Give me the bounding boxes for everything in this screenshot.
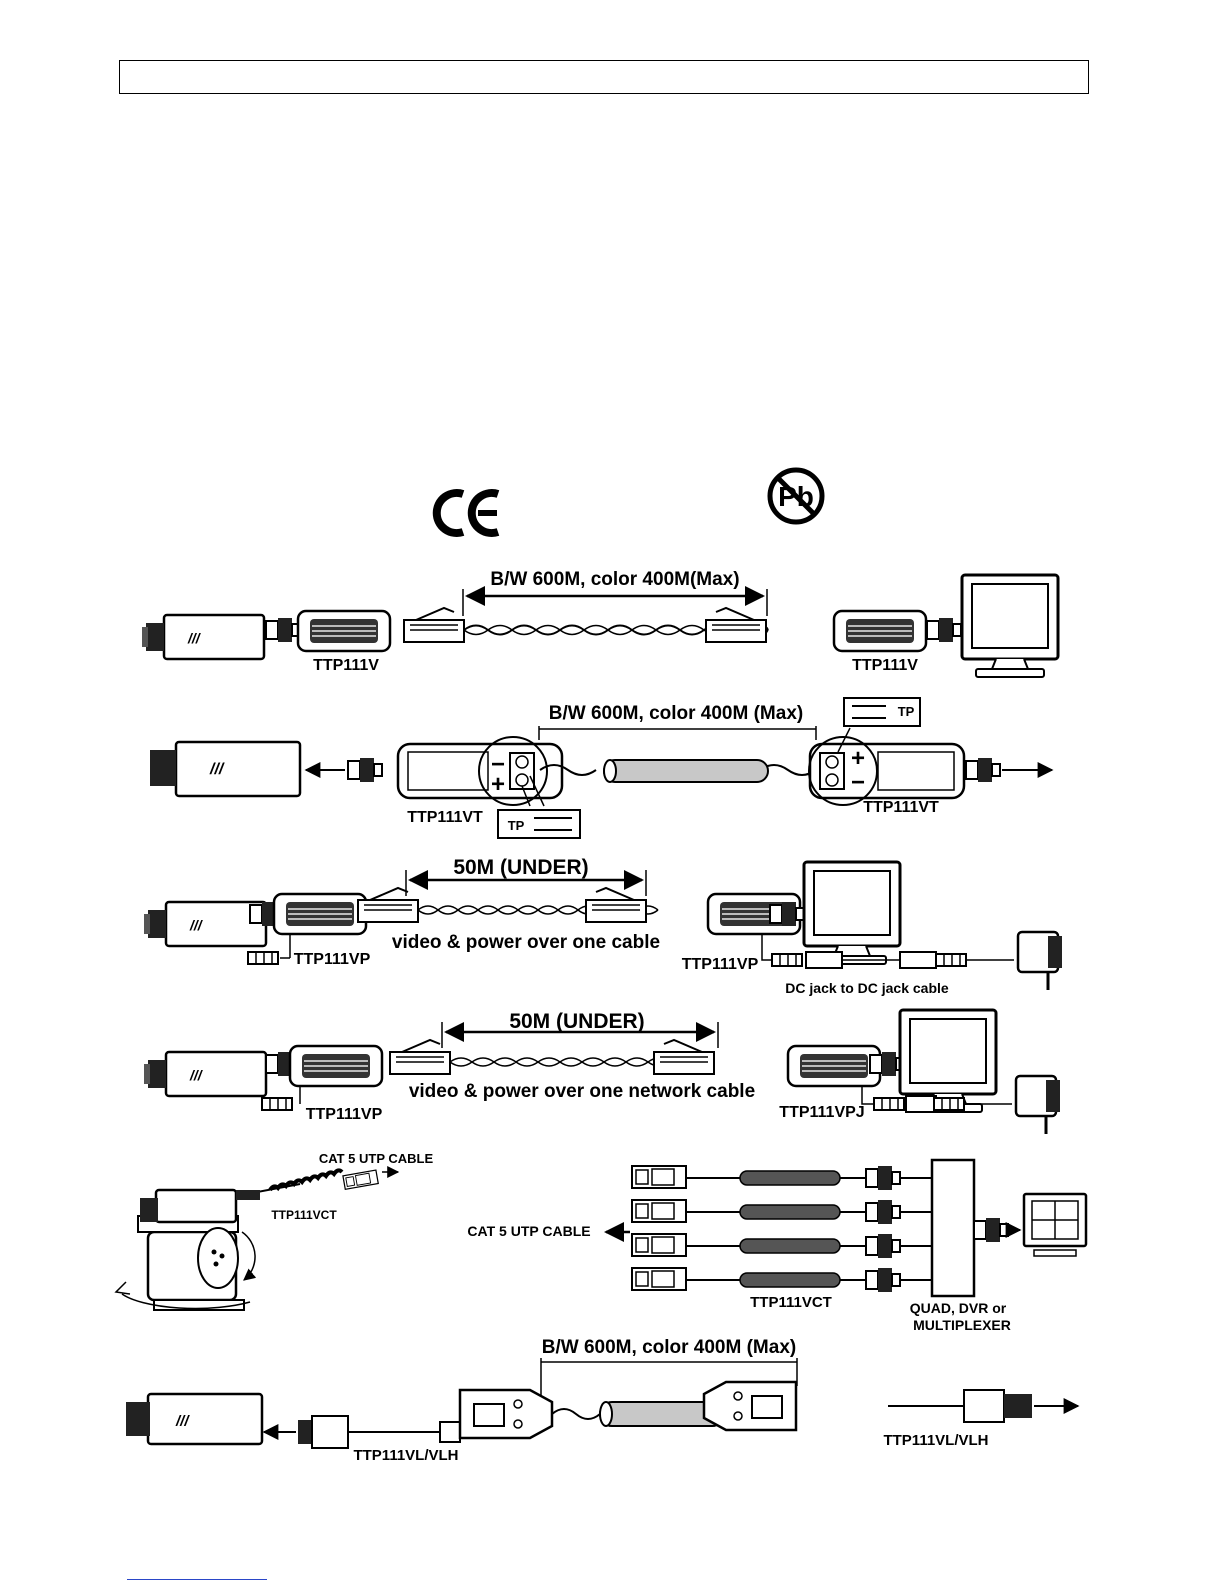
vct-channel-2 [631,1199,932,1225]
row-ttp111vp-network: 50M (UNDER) video & power over one netwo… [142,1008,1062,1136]
quad-monitor-icon [1022,1192,1088,1257]
rj45-plug-left [403,607,465,643]
distance-label: B/W 600M, color 400M(Max) [490,569,739,590]
dc-jack-connector [873,1095,1012,1113]
vct-cable-small [235,1166,400,1200]
cable-label-left: CAT 5 UTP CABLE [467,1223,590,1239]
camera-icon [142,1050,268,1098]
bnc-connector-left [298,1415,461,1449]
footer-link-underline[interactable] [127,1579,267,1580]
camera-icon [140,613,266,661]
camera-icon: /// [150,740,302,798]
device-label-left: TTP111VP [294,951,371,968]
caption: video & power over one network cable [409,1081,755,1102]
row-ttp111vt: /// − + TP [150,697,1054,839]
row-ttp111vp: 50M (UNDER) video & power over one cable… [142,856,1064,996]
device-label-right: TTP111VT [863,799,939,816]
plus-sign: + [491,771,505,798]
transceiver-ttp111vt-right: + − [808,736,966,806]
transceiver-ttp111vt-left: − + [396,736,564,806]
device-label-left: TTP111V [313,657,379,674]
balun-ttp111vpj-right [786,1044,882,1088]
ce-mark [432,489,500,537]
quad-dvr-multiplexer [930,1158,1022,1298]
distance-label: 50M (UNDER) [453,856,588,879]
dc-jack-cable [771,951,1014,969]
row-ttp111v: B/W 600M, color 400M(Max) TTP111V TTP111… [140,569,1060,679]
ptz-camera-icon [114,1188,257,1311]
distance-label: 50M (UNDER) [509,1010,644,1033]
bnc-connector-right [888,1389,1032,1423]
hub-label-line1: QUAD, DVR or [910,1300,1007,1316]
svg-text:TP: TP [898,704,915,719]
minus-sign: − [491,751,505,778]
header-box [119,60,1089,94]
device-label-left: TTP111VP [306,1106,383,1123]
device-label-right: TTP111V [852,657,918,674]
rj45-plug-left [357,887,419,923]
rj45-plug-left [389,1039,451,1075]
row-ttp111vct: CAT 5 UTP CABLE TTP111VCT CAT 5 UTP CABL… [114,1151,1088,1333]
rj45-plug-right [705,607,767,643]
power-adapter-icon [1014,1074,1062,1136]
balun-ttp111vl-left [458,1388,554,1440]
device-label-left: TTP111VL/VLH [353,1447,458,1464]
tp-terminal-tag-right: TP [837,697,921,753]
device-label-small: TTP111VCT [271,1208,337,1222]
device-label-right: TTP111VL/VLH [883,1432,988,1449]
row-ttp111vl-vlh: /// B/W 600M, color 400M (Max) TTP111VL/… [126,1337,1080,1464]
camera-icon: /// [126,1392,264,1446]
balun-ttp111vp-left [288,1044,384,1088]
monitor-icon [802,860,902,966]
balun-ttp111v-left [296,609,392,653]
tp-terminal-tag-left: TP [497,775,581,839]
svg-text:///: /// [209,761,225,778]
power-adapter-icon [1016,930,1064,992]
distance-label: B/W 600M, color 400M (Max) [542,1337,796,1358]
camera-icon [142,900,268,948]
balun-ttp111vl-right [702,1380,798,1432]
svg-text:−: − [851,769,865,796]
dc-plug-left [261,1097,293,1111]
vct-channel-3 [631,1233,932,1259]
vct-channel-1 [631,1165,932,1191]
device-label-right: TTP111VPJ [779,1104,864,1121]
device-label-right: TTP111VP [682,956,759,973]
svg-text:+: + [851,745,865,772]
dc-cable-label: DC jack to DC jack cable [785,980,949,996]
device-label-center: TTP111VCT [750,1294,832,1311]
device-label-left: TTP111VT [407,809,483,826]
twisted-pair-cable [539,764,817,776]
monitor-icon [960,573,1060,679]
hub-label-line2: MULTIPLEXER [913,1317,1011,1333]
svg-text:TP: TP [508,818,525,833]
cable-label-top: CAT 5 UTP CABLE [319,1151,434,1166]
balun-ttp111v-right [832,609,928,653]
distance-label: B/W 600M, color 400M (Max) [549,703,803,724]
dc-plug-left [247,951,279,965]
rj45-plug-right [653,1039,715,1075]
rj45-plug-right [585,887,647,923]
svg-text:///: /// [175,1413,190,1430]
caption: video & power over one cable [392,932,660,953]
vct-channel-4 [631,1267,932,1293]
shielded-cable [603,759,769,783]
balun-ttp111vp-left [272,892,368,936]
lead-free-mark: Pb [767,467,825,525]
